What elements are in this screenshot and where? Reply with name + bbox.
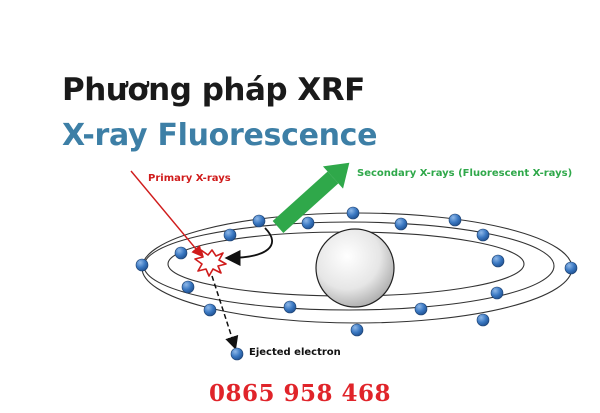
electron (491, 254, 505, 268)
nucleus (315, 228, 395, 308)
phone-number: 0865 958 468 (208, 380, 392, 407)
electron (394, 217, 408, 231)
electron (203, 303, 217, 317)
vacancy-burst-icon (194, 249, 227, 277)
electron (283, 300, 297, 314)
label-secondary-xrays: Secondary X-rays (Fluorescent X-rays) (357, 168, 572, 179)
electron (476, 313, 490, 327)
ejected-electron-arrow (211, 275, 239, 350)
electron (301, 216, 315, 230)
electron (252, 214, 266, 228)
label-ejected-electron: Ejected electron (249, 347, 341, 358)
electron (448, 213, 462, 227)
electron (414, 302, 428, 316)
electron (135, 258, 149, 272)
electron (223, 228, 237, 242)
secondary-xray-arrow (272, 162, 350, 233)
electron (490, 286, 504, 300)
electron (346, 206, 360, 220)
electron (564, 261, 578, 275)
electrons (135, 206, 578, 337)
electron (174, 246, 188, 260)
electron-transition-arrow (224, 227, 273, 267)
label-primary-xrays: Primary X-rays (148, 173, 231, 184)
electron (181, 280, 195, 294)
title-english: X-ray Fluorescence (62, 118, 378, 153)
electron (476, 228, 490, 242)
primary-xray-arrow (130, 170, 203, 258)
electron (350, 323, 364, 337)
title-vietnamese: Phương pháp XRF (62, 72, 365, 108)
ejected-electron (230, 347, 244, 361)
